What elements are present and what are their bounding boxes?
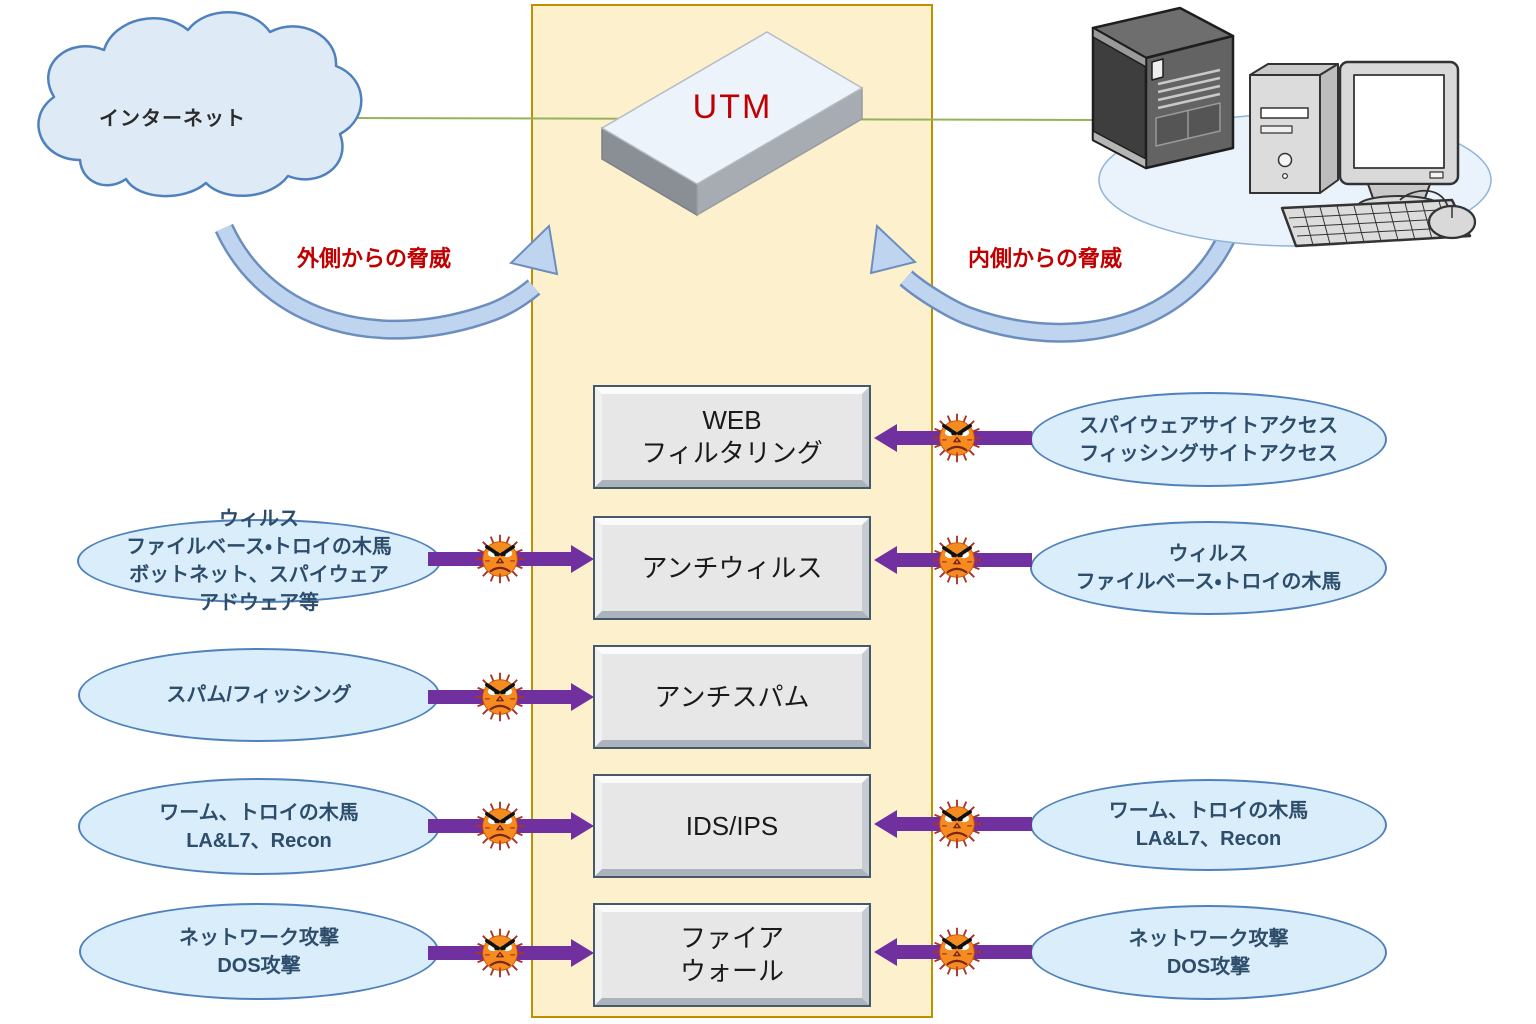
threat-line: ファイルベース・トロイの木馬 bbox=[126, 536, 392, 558]
module-ids-ips: IDS/IPS bbox=[593, 774, 871, 878]
threat-line: フィッシングサイトアクセス bbox=[1079, 442, 1338, 465]
outside-threat-label: 外側からの脅威 bbox=[297, 246, 452, 271]
threat-line: LA&L7、Recon bbox=[186, 829, 332, 852]
threat-line: ネットワーク攻撃 bbox=[179, 926, 339, 949]
virus-icon bbox=[929, 410, 985, 466]
threat-bubble-right-worm: ワーム、トロイの木馬 LA&L7、Recon bbox=[1030, 779, 1387, 871]
module-antispam: アンチスパム bbox=[593, 645, 871, 749]
threat-line: ワーム、トロイの木馬 bbox=[159, 801, 359, 824]
module-antivirus: アンチウィルス bbox=[593, 516, 871, 620]
threat-bubble-label: ワーム、トロイの木馬 LA&L7、Recon bbox=[159, 799, 358, 855]
threat-bubble-right-network-attack: ネットワーク攻撃 DOS攻撃 bbox=[1030, 905, 1387, 1000]
module-label: WEB bbox=[702, 405, 762, 435]
virus-icon bbox=[472, 798, 528, 854]
module-face: アンチスパム bbox=[595, 647, 869, 747]
virus-icon bbox=[929, 532, 985, 588]
threat-bubble-left-worm: ワーム、トロイの木馬 LA&L7、Recon bbox=[78, 778, 440, 875]
threat-bubble-label: ワーム、トロイの木馬 LA&L7、Recon bbox=[1109, 797, 1308, 853]
module-face: ファイア ウォール bbox=[595, 905, 869, 1005]
internet-label: インターネット bbox=[99, 108, 246, 130]
module-web-filtering: WEB フィルタリング bbox=[593, 385, 871, 489]
threat-line: ファイルベース・トロイの木馬 bbox=[1075, 571, 1342, 593]
threat-bubble-label: ウィルス ファイルベース・トロイの木馬 bbox=[1076, 540, 1342, 596]
attack-arrow bbox=[874, 810, 1032, 838]
threat-line: DOS攻撃 bbox=[217, 954, 301, 977]
module-label: IDS/IPS bbox=[685, 810, 779, 841]
threat-line: LA&L7、Recon bbox=[1135, 828, 1282, 850]
monitor-icon bbox=[1338, 60, 1460, 217]
threat-line: スパム/フィッシング bbox=[166, 684, 352, 706]
computer-illustration bbox=[1091, 6, 1492, 248]
module-firewall: ファイア ウォール bbox=[593, 903, 871, 1007]
threat-line: ネットワーク攻撃 bbox=[1128, 927, 1289, 950]
virus-icon bbox=[929, 924, 985, 980]
module-face: IDS/IPS bbox=[595, 776, 869, 876]
module-label: ウォール bbox=[679, 956, 784, 986]
threat-bubble-label: スパイウェアサイトアクセス フィッシングサイトアクセス bbox=[1079, 412, 1338, 468]
module-label: ファイア bbox=[679, 923, 784, 953]
threat-line: スパイウェアサイトアクセス bbox=[1079, 414, 1338, 437]
module-face: WEB フィルタリング bbox=[595, 387, 869, 487]
mouse-icon bbox=[1399, 190, 1477, 240]
threat-line: DOS攻撃 bbox=[1166, 955, 1251, 978]
threat-line: ワーム、トロイの木馬 bbox=[1108, 800, 1309, 822]
threat-line: ボットネット、スパイウェア bbox=[129, 564, 389, 586]
module-face: アンチウィルス bbox=[595, 518, 869, 618]
keyboard-icon bbox=[1280, 198, 1472, 248]
threat-line: アドウェア等 bbox=[199, 592, 319, 614]
threat-bubble-right-spyware-site: スパイウェアサイトアクセス フィッシングサイトアクセス bbox=[1030, 392, 1387, 487]
utm-label: UTM bbox=[692, 88, 773, 126]
module-label: フィルタリング bbox=[641, 438, 823, 468]
module-label: アンチスパム bbox=[654, 681, 810, 712]
threat-bubble-right-virus: ウィルス ファイルベース・トロイの木馬 bbox=[1030, 521, 1387, 615]
threat-line: ウィルス bbox=[1168, 543, 1249, 565]
module-label: アンチウィルス bbox=[641, 552, 823, 583]
lan-platform bbox=[1098, 113, 1492, 247]
threat-bubble-left-virus: ウィルス ファイルベース・トロイの木馬 ボットネット、スパイウェア アドウェア等 bbox=[77, 508, 441, 614]
threat-bubble-label: ウィルス ファイルベース・トロイの木馬 ボットネット、スパイウェア アドウェア等 bbox=[126, 505, 392, 617]
threat-bubble-label: ネットワーク攻撃 DOS攻撃 bbox=[179, 924, 339, 980]
virus-icon bbox=[472, 925, 528, 981]
virus-icon bbox=[472, 669, 528, 725]
desktop-tower-icon bbox=[1249, 63, 1339, 194]
threat-bubble-left-network-attack: ネットワーク攻撃 DOS攻撃 bbox=[79, 903, 439, 1000]
threat-bubble-left-spam: スパム/フィッシング bbox=[78, 648, 440, 742]
virus-icon bbox=[472, 531, 528, 587]
threat-bubble-label: スパム/フィッシング bbox=[166, 681, 351, 709]
threat-bubble-label: ネットワーク攻撃 DOS攻撃 bbox=[1129, 925, 1289, 981]
inside-threat-label: 内側からの脅威 bbox=[968, 246, 1123, 271]
virus-icon bbox=[929, 796, 985, 852]
threat-line: ウィルス bbox=[219, 508, 299, 530]
server-tower-icon bbox=[1091, 6, 1235, 170]
